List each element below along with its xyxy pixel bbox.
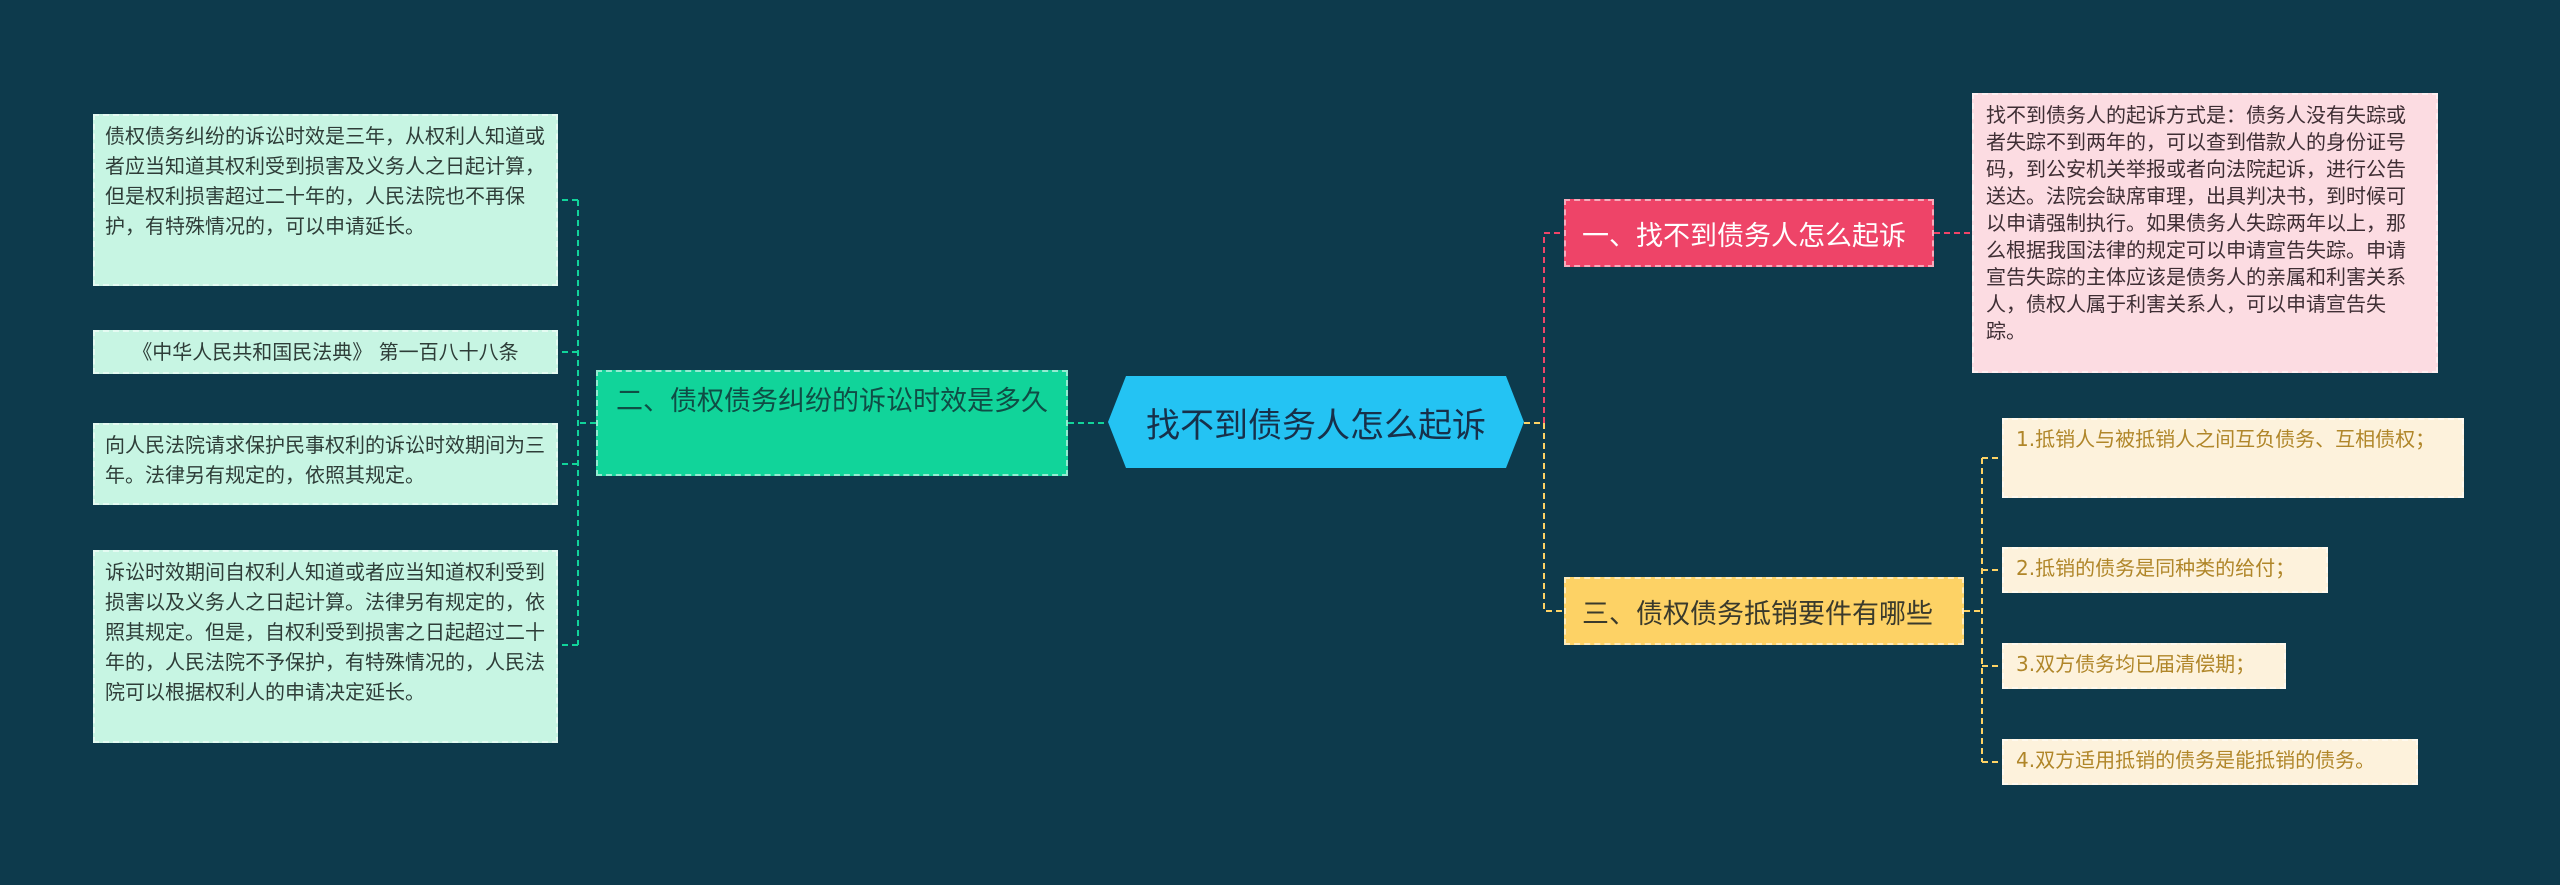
central-topic[interactable]: 找不到债务人怎么起诉	[1108, 376, 1524, 468]
leaf-how-to-sue-detail-text: 找不到债务人的起诉方式是：债务人没有失踪或者失踪不到两年的，可以查到借款人的身份…	[1986, 103, 2406, 343]
leaf-civil-code-article-text: 《中华人民共和国民法典》 第一百八十八条	[132, 340, 519, 364]
branch-statute-of-limitations[interactable]: 二、债权债务纠纷的诉讼时效是多久	[596, 370, 1068, 476]
branch-how-to-sue[interactable]: 一、找不到债务人怎么起诉	[1564, 199, 1934, 267]
leaf-set-off-4[interactable]: 4.双方适用抵销的债务是能抵销的债务。	[2002, 739, 2418, 785]
connector-central-right-1	[1524, 232, 1564, 424]
central-topic-label: 找不到债务人怎么起诉	[1146, 405, 1486, 446]
branch-set-off-requirements[interactable]: 三、债权债务抵销要件有哪些	[1564, 577, 1964, 645]
connector-left-trunk	[577, 200, 596, 645]
branch-set-off-requirements-label: 三、债权债务抵销要件有哪些	[1582, 598, 1933, 630]
leaf-set-off-3[interactable]: 3.双方债务均已届清偿期；	[2002, 643, 2286, 689]
leaf-period-start-rule-text: 诉讼时效期间自权利人知道或者应当知道权利受到损害以及义务人之日起计算。法律另有规…	[105, 560, 545, 704]
leaf-set-off-4-text: 4.双方适用抵销的债务是能抵销的债务。	[2016, 748, 2376, 772]
leaf-limitation-period-summary[interactable]: 债权债务纠纷的诉讼时效是三年，从权利人知道或者应当知道其权利受到损害及义务人之日…	[93, 114, 558, 286]
leaf-three-year-period-text: 向人民法院请求保护民事权利的诉讼时效期间为三年。法律另有规定的，依照其规定。	[105, 433, 545, 487]
connector-right-3-trunk	[1964, 458, 1983, 762]
leaf-period-start-rule[interactable]: 诉讼时效期间自权利人知道或者应当知道权利受到损害以及义务人之日起计算。法律另有规…	[93, 550, 558, 743]
branch-statute-of-limitations-label: 二、债权债务纠纷的诉讼时效是多久	[616, 386, 1048, 417]
leaf-civil-code-article[interactable]: 《中华人民共和国民法典》 第一百八十八条	[93, 330, 558, 374]
leaf-three-year-period[interactable]: 向人民法院请求保护民事权利的诉讼时效期间为三年。法律另有规定的，依照其规定。	[93, 423, 558, 505]
leaf-set-off-3-text: 3.双方债务均已届清偿期；	[2016, 652, 2256, 676]
leaf-how-to-sue-detail[interactable]: 找不到债务人的起诉方式是：债务人没有失踪或者失踪不到两年的，可以查到借款人的身份…	[1972, 93, 2438, 373]
leaf-limitation-period-summary-text: 债权债务纠纷的诉讼时效是三年，从权利人知道或者应当知道其权利受到损害及义务人之日…	[105, 124, 545, 238]
leaf-set-off-1[interactable]: 1.抵销人与被抵销人之间互负债务、互相债权；	[2002, 418, 2464, 498]
connector-central-right-3	[1524, 422, 1564, 612]
leaf-set-off-2-text: 2.抵销的债务是同种类的给付；	[2016, 556, 2296, 580]
leaf-set-off-1-text: 1.抵销人与被抵销人之间互负债务、互相债权；	[2016, 427, 2436, 451]
branch-how-to-sue-label: 一、找不到债务人怎么起诉	[1582, 220, 1906, 252]
leaf-set-off-2[interactable]: 2.抵销的债务是同种类的给付；	[2002, 547, 2328, 593]
